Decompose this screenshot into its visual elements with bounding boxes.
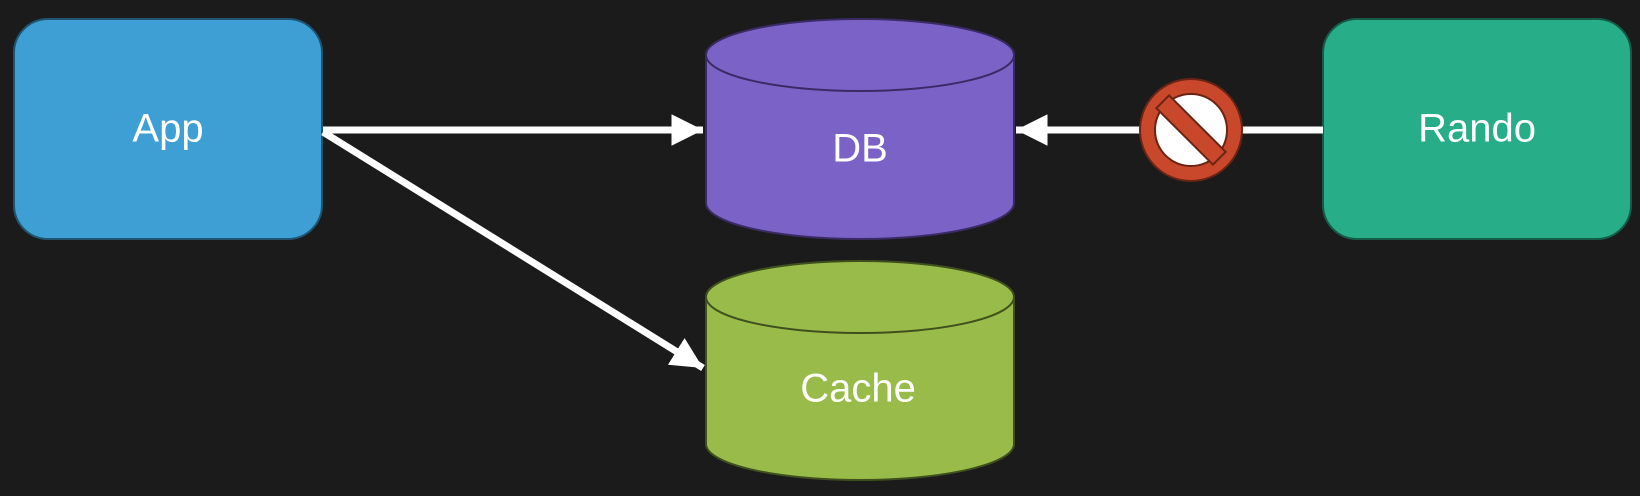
db-cylinder-top bbox=[705, 18, 1015, 92]
db-cylinder-body bbox=[705, 54, 1015, 240]
edge-app-to-cache bbox=[321, 129, 705, 371]
cache-cylinder-body bbox=[705, 296, 1015, 481]
prohibited-icon bbox=[1139, 78, 1243, 182]
node-rando: Rando bbox=[1322, 18, 1632, 240]
cache-cylinder-top bbox=[705, 260, 1015, 334]
node-app: App bbox=[13, 18, 323, 240]
cache-label: Cache bbox=[800, 367, 916, 411]
rando-label: Rando bbox=[1418, 107, 1536, 151]
node-cache: Cache bbox=[705, 260, 1015, 481]
app-label: App bbox=[132, 107, 203, 151]
db-label: DB bbox=[832, 127, 888, 171]
app-box bbox=[13, 18, 323, 240]
node-db: DB bbox=[705, 18, 1015, 240]
